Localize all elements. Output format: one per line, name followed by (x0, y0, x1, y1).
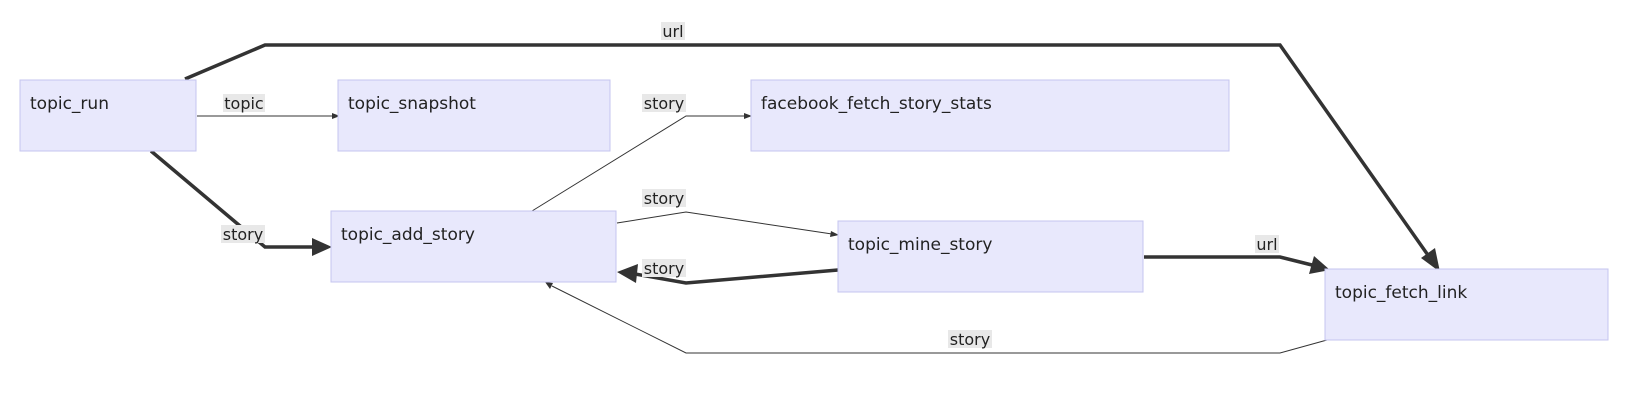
node-label: topic_fetch_link (1335, 283, 1467, 303)
edge-label-url-mine: url (1255, 235, 1279, 254)
node-label: topic_add_story (341, 225, 475, 245)
edge-label-story-back: story (642, 259, 686, 278)
edge-label-topic: topic (223, 94, 265, 113)
edge-label-text: story (644, 189, 684, 208)
node-topic-add-story[interactable]: topic_add_story (330, 210, 617, 283)
edge-mine-story-to-fetch-link (1144, 255, 1313, 267)
edge-label-text: story (644, 94, 684, 113)
node-topic-run[interactable]: topic_run (19, 79, 197, 152)
arrow-head (617, 264, 638, 283)
node-label: facebook_fetch_story_stats (761, 94, 992, 114)
arrow-head (744, 113, 752, 119)
node-label: topic_snapshot (348, 94, 476, 114)
edge-label-text: story (950, 330, 990, 349)
edge-label-story-mine: story (642, 189, 686, 208)
node-facebook-fetch-story-stats[interactable]: facebook_fetch_story_stats (750, 79, 1230, 152)
edge-run-to-add-story (149, 149, 312, 249)
nodes: topic_run topic_snapshot facebook_fetch_… (19, 79, 1609, 341)
edge-label-text: url (662, 22, 683, 41)
edge-label-story-run: story (221, 225, 265, 244)
edge-run-to-fetch-link (184, 43, 1432, 260)
node-topic-snapshot[interactable]: topic_snapshot (337, 79, 611, 152)
arrow-head (332, 113, 340, 119)
arrow-head (312, 238, 332, 256)
edge-label-text: story (223, 225, 263, 244)
node-topic-fetch-link[interactable]: topic_fetch_link (1324, 268, 1609, 341)
edge-add-story-to-facebook (531, 115, 745, 212)
edge-add-story-to-mine-story (616, 211, 833, 235)
edge-label-story-bottom: story (948, 330, 992, 349)
arrow-head (1421, 248, 1440, 272)
edge-label-text: story (644, 259, 684, 278)
node-label: topic_mine_story (848, 235, 992, 255)
arrow-head (545, 282, 553, 289)
arrow-head (830, 231, 839, 237)
edge-labels: url topic story story story story url s (221, 22, 1279, 349)
edge-label-story-facebook: story (642, 94, 686, 113)
edge-label-text: topic (224, 94, 263, 113)
edge-fetch-link-to-add-story (551, 285, 1328, 354)
edge-label-text: url (1256, 235, 1277, 254)
edge-label-url-top: url (661, 22, 685, 41)
node-label: topic_run (30, 94, 109, 114)
node-topic-mine-story[interactable]: topic_mine_story (837, 220, 1144, 293)
